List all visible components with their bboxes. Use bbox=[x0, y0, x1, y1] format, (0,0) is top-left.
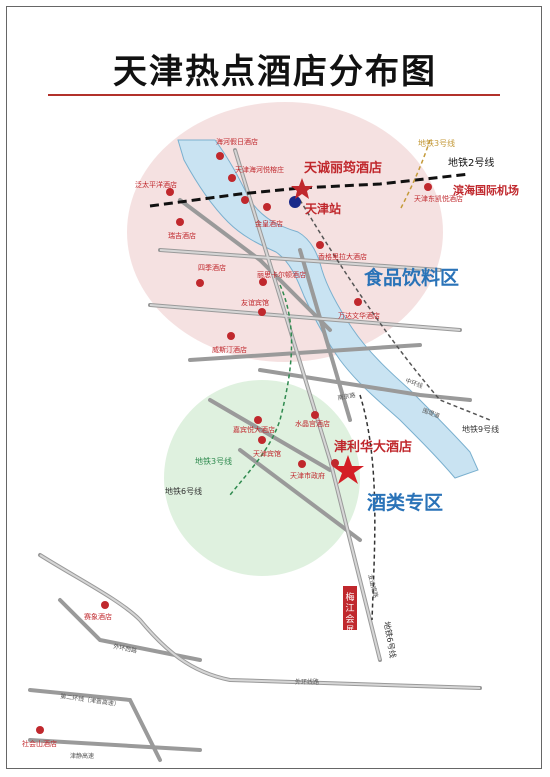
hotel-label-shuijing[interactable]: 水晶宫酒店 bbox=[295, 419, 330, 428]
road-label-jinjing: 津静高速 bbox=[70, 752, 94, 760]
tianjin-station-marker[interactable] bbox=[289, 196, 301, 208]
metro-line2-label: 地铁2号线 bbox=[448, 156, 494, 169]
metro-line3-label: 地铁3号线 bbox=[195, 456, 232, 466]
title-underline bbox=[48, 94, 500, 96]
hotel-label-siji[interactable]: 四季酒店 bbox=[198, 263, 226, 272]
metro-line6-label: 地铁6号线 bbox=[165, 486, 202, 496]
expo-label-c: 会 bbox=[345, 613, 354, 625]
meijiang-expo-box[interactable] bbox=[343, 586, 357, 630]
metro-line9 bbox=[299, 199, 491, 421]
hotel-label-wanda[interactable]: 万达文华酒店 bbox=[338, 311, 380, 320]
hotel-label-dongjiang[interactable]: 天津东凯悦酒店 bbox=[414, 194, 463, 203]
hotel-label-haiheyue[interactable]: 天津海河悦榕庄 bbox=[235, 165, 284, 174]
expo-label-b: 江 bbox=[345, 603, 354, 614]
hotel-label-youyi[interactable]: 友谊宾馆 bbox=[241, 298, 269, 307]
metro-line9-label: 地铁9号线 bbox=[462, 424, 499, 434]
metro-line3 bbox=[229, 284, 293, 496]
airport-label[interactable]: 滨海国际机场 bbox=[453, 183, 519, 197]
metro-line6-south-label: 地铁6号线 bbox=[382, 621, 398, 659]
road-label-tiyu: 友谊南路 bbox=[366, 573, 380, 598]
hotel-label-fantai[interactable]: 泛太平洋酒店 bbox=[135, 180, 177, 189]
metro-line5 bbox=[399, 139, 431, 211]
page-title: 天津热点酒店分布图 bbox=[113, 52, 437, 92]
food-zone-label: 食品饮料区 bbox=[364, 266, 459, 289]
jinlihua-hotel-label[interactable]: 津利华大酒店 bbox=[334, 439, 412, 455]
tianjin-station-label[interactable]: 天津站 bbox=[305, 201, 341, 216]
metro-line3-top-label: 地铁3号线 bbox=[418, 138, 455, 148]
hotel-label-jiayuan[interactable]: 嘉宾悦大酒店 bbox=[233, 425, 275, 434]
tiancheng-hotel-label[interactable]: 天诚丽筠酒店 bbox=[304, 160, 382, 176]
hotel-label-zhengfu[interactable]: 天津市政府 bbox=[290, 471, 325, 480]
road-label-waihuan: 外环线路 bbox=[295, 678, 319, 686]
tiancheng-hotel-star-icon[interactable] bbox=[291, 178, 313, 199]
hotel-dots bbox=[36, 152, 432, 734]
hotel-label-ruiji[interactable]: 瑞吉酒店 bbox=[168, 231, 196, 240]
jinlihua-hotel-star-icon[interactable] bbox=[332, 455, 364, 484]
wine-zone-area bbox=[164, 380, 360, 576]
metro-line6 bbox=[359, 394, 376, 621]
hotel-label-xianggelila[interactable]: 香格里拉大酒店 bbox=[318, 252, 367, 261]
expo-label-a: 梅 bbox=[345, 591, 354, 603]
hotel-label-jinshu[interactable]: 金皇酒店 bbox=[255, 219, 283, 228]
hotel-label-lisi[interactable]: 丽思卡尔顿酒店 bbox=[257, 270, 306, 279]
expo-label-d: 展 bbox=[346, 625, 354, 634]
hotel-label-sheshan[interactable]: 社会山酒店 bbox=[22, 739, 57, 748]
wine-zone-label: 酒类专区 bbox=[367, 491, 443, 514]
hotel-label-haihe[interactable]: 海河假日酒店 bbox=[216, 137, 258, 146]
metro-line2 bbox=[149, 172, 471, 208]
hotel-label-saixiang[interactable]: 赛象酒店 bbox=[84, 612, 112, 621]
road-label-nanjing: 南京路 bbox=[337, 391, 356, 402]
hotel-label-weisiting[interactable]: 威斯汀酒店 bbox=[212, 345, 247, 354]
hotel-label-tianjinbinguan[interactable]: 天津宾馆 bbox=[253, 449, 281, 458]
